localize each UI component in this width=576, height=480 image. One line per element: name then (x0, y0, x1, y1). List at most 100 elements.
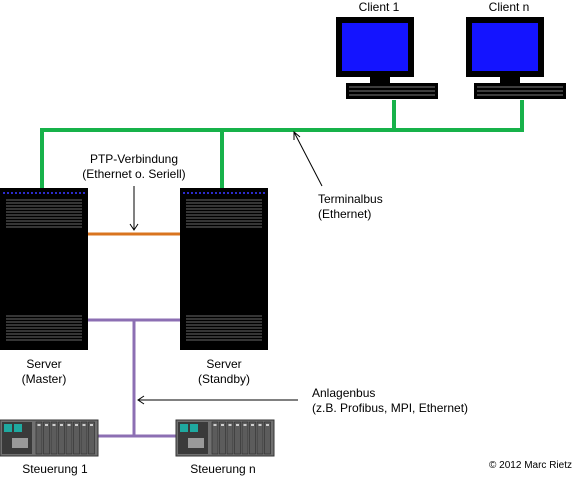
server-led (27, 192, 29, 194)
server-led (195, 192, 197, 194)
plc-module-led (45, 424, 48, 426)
anlagenbus-label-line2: (z.B. Profibus, MPI, Ethernet) (312, 401, 469, 415)
server-led (255, 192, 257, 194)
server-led (15, 192, 17, 194)
server-led (251, 192, 253, 194)
server-led (7, 192, 9, 194)
server-led (215, 192, 217, 194)
anlagenbus-label: Anlagenbus (z.B. Profibus, MPI, Ethernet… (312, 386, 512, 416)
plc-module (58, 421, 65, 455)
plc-module (234, 421, 241, 455)
plc-module (241, 421, 249, 455)
server-led (199, 192, 201, 194)
plc-module (249, 421, 256, 455)
server-led (63, 192, 65, 194)
server-led (35, 192, 37, 194)
server-led (75, 192, 77, 194)
plant-bus (88, 318, 180, 438)
plc-module-led (266, 424, 269, 426)
terminalbus-label: Terminalbus (Ethernet) (318, 192, 408, 222)
steuerung-n-label: Steuerung n (190, 462, 256, 476)
server-led (71, 192, 73, 194)
server-led (55, 192, 57, 194)
plc-module (73, 421, 80, 455)
server-led (47, 192, 49, 194)
server-master-leds (3, 192, 85, 194)
plc-module-led (213, 424, 217, 426)
server-led (79, 192, 81, 194)
plc-module-led (221, 424, 224, 426)
client-1-label: Client 1 (358, 0, 400, 14)
terminalbus-label-line1: Terminalbus (318, 192, 383, 206)
server-led (231, 192, 233, 194)
plc-module-led (251, 424, 254, 426)
server-led (219, 192, 221, 194)
server-standby-label: Server (Standby) (184, 357, 264, 387)
pointer-terminalbus (293, 130, 323, 187)
plc-steuerung-1 (0, 419, 99, 457)
server-led (243, 192, 245, 194)
plc-module-led (60, 424, 63, 426)
plc-module-led (236, 424, 239, 426)
server-led (203, 192, 205, 194)
plc-module (219, 421, 226, 455)
server-led (187, 192, 189, 194)
plc-module (264, 421, 271, 455)
pointer-ptp (129, 186, 139, 231)
plc-module-led (52, 424, 56, 426)
server-master (0, 188, 88, 350)
server-standby-vents (186, 199, 262, 341)
terminalbus-label-line2: (Ethernet) (318, 207, 372, 221)
server-led (11, 192, 13, 194)
ptp-label-line2: (Ethernet o. Seriell) (82, 167, 186, 181)
server-standby-label-line2: (Standby) (197, 372, 251, 386)
plc-module (226, 421, 234, 455)
client-1-computer (336, 17, 438, 99)
server-led (183, 192, 185, 194)
server-standby-leds (183, 192, 265, 194)
server-led (51, 192, 53, 194)
server-led (39, 192, 41, 194)
server-led (207, 192, 209, 194)
server-led (3, 192, 5, 194)
terminal-bus (40, 100, 524, 190)
ptp-label: PTP-Verbindung (Ethernet o. Seriell) (64, 152, 204, 182)
plc-module-led (75, 424, 78, 426)
plc-module-led (258, 424, 262, 426)
server-led (59, 192, 61, 194)
plc-module-led (67, 424, 71, 426)
anlagenbus-label-line1: Anlagenbus (312, 386, 376, 400)
server-master-label: Server (Master) (4, 357, 84, 387)
plc-module (43, 421, 50, 455)
server-led (43, 192, 45, 194)
server-led (19, 192, 21, 194)
server-master-label-line1: Server (26, 357, 62, 371)
plc-module (80, 421, 88, 455)
server-led (31, 192, 33, 194)
server-master-label-line2: (Master) (21, 372, 67, 386)
plc-steuerung-n (175, 419, 275, 457)
copyright-notice: © 2012 Marc Rietz (489, 460, 572, 471)
plc-module (65, 421, 73, 455)
server-led (263, 192, 265, 194)
server-standby (180, 188, 268, 350)
plc-module-led (82, 424, 86, 426)
server-led (83, 192, 85, 194)
server-led (239, 192, 241, 194)
ptp-label-line1: PTP-Verbindung (89, 152, 179, 166)
plc-module (35, 421, 43, 455)
server-led (247, 192, 249, 194)
server-led (259, 192, 261, 194)
server-standby-label-line1: Server (206, 357, 242, 371)
server-led (67, 192, 69, 194)
server-led (235, 192, 237, 194)
plc-module (256, 421, 264, 455)
client-n-computer (466, 17, 566, 99)
plc-module-led (243, 424, 247, 426)
plc-module (211, 421, 219, 455)
plc-module-led (37, 424, 41, 426)
server-led (211, 192, 213, 194)
server-led (23, 192, 25, 194)
server-led (227, 192, 229, 194)
